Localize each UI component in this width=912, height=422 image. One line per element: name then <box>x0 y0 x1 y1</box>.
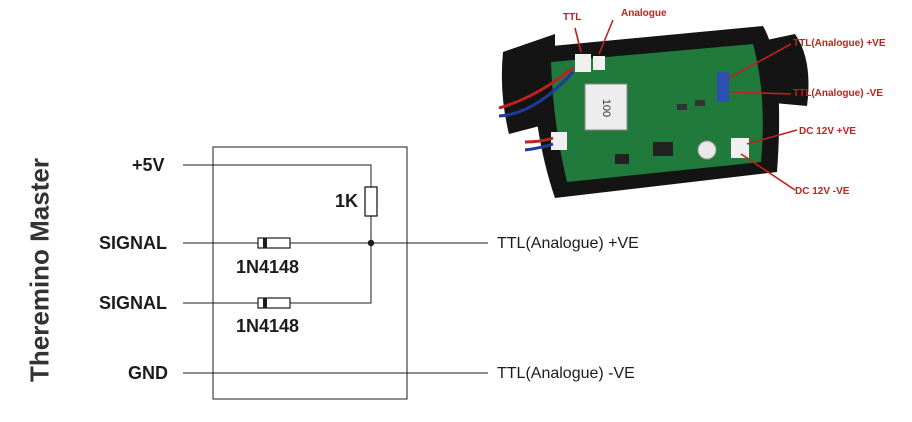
photo-label-ttl-pos: TTL(Analogue) +VE <box>793 38 886 49</box>
connector-ttl <box>575 54 591 72</box>
output-label-ttl-pos: TTL(Analogue) +VE <box>497 235 639 252</box>
photo-label-ttl-neg: TTL(Analogue) -VE <box>793 88 883 99</box>
pin-label-gnd: GND <box>128 363 168 383</box>
wire-red-lower <box>524 136 554 144</box>
laser-module-photo: 100 <box>498 19 809 198</box>
capacitor <box>697 140 717 160</box>
theremino-box <box>212 146 408 400</box>
pin-label-signal-2: SIGNAL <box>99 293 168 313</box>
diode2-band <box>263 298 267 308</box>
diode2-label: 1N4148 <box>236 316 300 336</box>
wire-red <box>498 66 574 110</box>
arrow-ttl <box>574 27 582 53</box>
photo-label-dc-pos: DC 12V +VE <box>799 126 856 137</box>
wire-blue <box>498 70 575 118</box>
diode1-body <box>257 237 291 249</box>
connector-left <box>551 132 567 150</box>
diode2-body <box>257 297 291 309</box>
wire-5v <box>183 164 372 187</box>
inductor <box>584 83 628 131</box>
arrow-ttl-pos <box>728 43 792 79</box>
ic-chip <box>653 142 673 156</box>
output-label-ttl-neg: TTL(Analogue) -VE <box>497 365 635 382</box>
ic-chip-small <box>615 154 629 164</box>
inductor-marking: 100 <box>600 99 612 117</box>
arrow-dc-pos <box>746 129 798 145</box>
connector-analogue <box>593 56 605 70</box>
connector-power <box>731 138 749 158</box>
pin-label-signal-1: SIGNAL <box>99 233 168 253</box>
diode1-label: 1N4148 <box>236 257 300 277</box>
wire-junction-diode2 <box>290 243 372 304</box>
photo-label-ttl: TTL <box>563 12 582 23</box>
resistor-label: 1K <box>335 191 359 211</box>
pin-label-5v: +5V <box>132 155 165 175</box>
arrow-ttl-neg <box>730 91 792 95</box>
resistor-1k <box>364 186 378 217</box>
side-title: Theremino Master <box>24 158 55 382</box>
arrow-dc-neg <box>740 153 796 191</box>
smd-part <box>695 100 705 106</box>
wire-blue-lower <box>524 142 554 152</box>
photo-label-analogue: Analogue <box>621 8 667 19</box>
junction-dot <box>367 239 375 247</box>
connector-blue <box>717 72 729 102</box>
arrow-analogue <box>598 19 614 55</box>
photo-label-dc-neg: DC 12V -VE <box>795 186 850 197</box>
smd-part <box>677 104 687 110</box>
diode1-band <box>263 238 267 248</box>
